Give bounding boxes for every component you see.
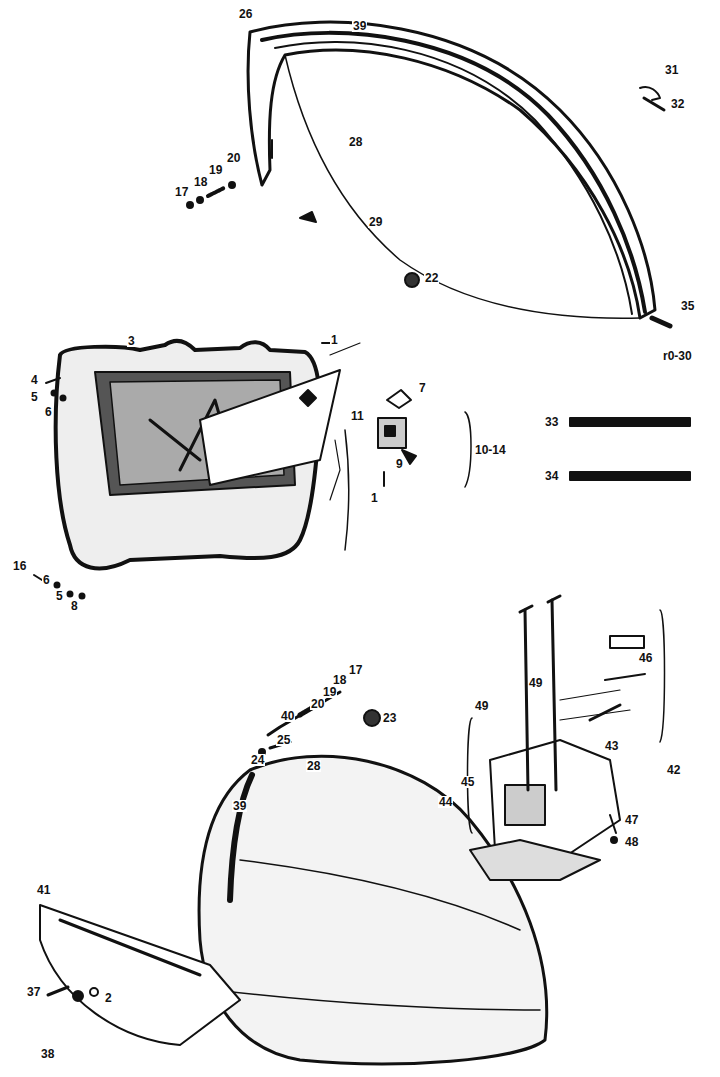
callout-number: 41 xyxy=(36,884,51,896)
callout-number: 35 xyxy=(680,300,695,312)
callout-number: 37 xyxy=(26,986,41,998)
callout-number: 10-14 xyxy=(474,444,507,456)
callout-number: r0-30 xyxy=(662,350,693,362)
callout-number: 6 xyxy=(42,574,51,586)
callout-number: 47 xyxy=(624,814,639,826)
callout-number: 4 xyxy=(30,374,39,386)
callout-number: 38 xyxy=(40,1048,55,1060)
callout-number: 18 xyxy=(193,176,208,188)
callout-number: 46 xyxy=(638,652,653,664)
callout-number: 26 xyxy=(238,8,253,20)
callout-number: 32 xyxy=(670,98,685,110)
callout-number: 19 xyxy=(208,164,223,176)
callout-number: 6 xyxy=(44,406,53,418)
callout-number: 49 xyxy=(474,700,489,712)
callout-number: 48 xyxy=(624,836,639,848)
callout-number: 5 xyxy=(55,590,64,602)
callout-number: 29 xyxy=(368,216,383,228)
callout-number: 11 xyxy=(350,410,365,422)
callout-number: 40 xyxy=(280,710,295,722)
callout-number: 44 xyxy=(438,796,453,808)
callout-number: 39 xyxy=(232,800,247,812)
callout-number: 45 xyxy=(460,776,475,788)
callout-number: 17 xyxy=(348,664,363,676)
callout-number: 33 xyxy=(544,416,559,428)
callout-number: 20 xyxy=(226,152,241,164)
callout-number: 43 xyxy=(604,740,619,752)
callout-number: 5 xyxy=(30,391,39,403)
callout-number: 9 xyxy=(395,458,404,470)
callout-number: 42 xyxy=(666,764,681,776)
callout-number: 7 xyxy=(418,382,427,394)
callout-number: 24 xyxy=(250,754,265,766)
callout-number: 1 xyxy=(370,492,379,504)
callout-number: 8 xyxy=(70,600,79,612)
callout-number: 17 xyxy=(174,186,189,198)
callout-number: 16 xyxy=(12,560,27,572)
callout-number: 20 xyxy=(310,698,325,710)
callout-number: 23 xyxy=(382,712,397,724)
callout-number: 2 xyxy=(104,992,113,1004)
callout-number: 1 xyxy=(330,334,339,346)
callout-number: 34 xyxy=(544,470,559,482)
callout-number: 18 xyxy=(332,674,347,686)
callout-number: 22 xyxy=(424,272,439,284)
callout-number: 31 xyxy=(664,64,679,76)
callout-number: 19 xyxy=(322,686,337,698)
callout-number: 28 xyxy=(348,136,363,148)
callout-number: 25 xyxy=(276,734,291,746)
callout-number: 3 xyxy=(127,335,136,347)
callout-number: 39 xyxy=(352,20,367,32)
callout-number: 49 xyxy=(528,677,543,689)
callout-number: 28 xyxy=(306,760,321,772)
